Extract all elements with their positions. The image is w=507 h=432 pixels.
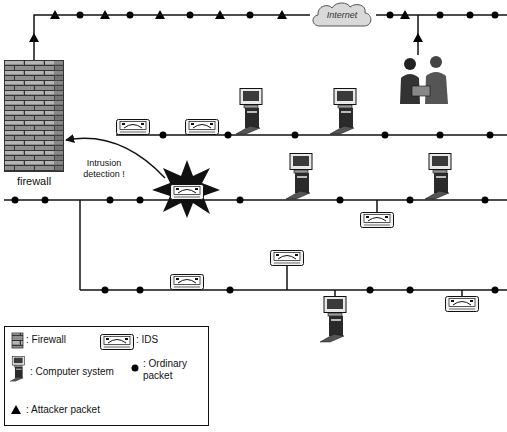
legend-text: : Computer system xyxy=(30,366,114,378)
legend-packet-sample xyxy=(132,365,139,372)
network-line xyxy=(461,290,463,296)
ordinary-packet xyxy=(407,197,414,204)
legend-text: : Firewall xyxy=(26,334,66,346)
network-line xyxy=(376,200,378,212)
network-line xyxy=(334,290,336,296)
node-text: firewall xyxy=(4,174,64,188)
ordinary-packet xyxy=(237,197,244,204)
ordinary-packet xyxy=(492,287,499,294)
ids-device xyxy=(171,185,204,200)
network-link xyxy=(34,15,310,60)
network-line xyxy=(286,266,288,290)
computer-system xyxy=(236,89,262,135)
ordinary-packet xyxy=(227,287,234,294)
brick-wall xyxy=(4,60,64,172)
internet-cloud: Internet xyxy=(310,2,374,28)
ordinary-packet xyxy=(42,197,49,204)
ordinary-packet xyxy=(107,197,114,204)
ids-device xyxy=(117,120,150,135)
attacker-figures xyxy=(400,56,448,104)
ordinary-packet xyxy=(437,12,444,19)
ids-device xyxy=(271,251,304,266)
ordinary-packet xyxy=(482,197,489,204)
computer-system xyxy=(320,297,346,343)
ids-device xyxy=(186,120,219,135)
legend-firewall-sample xyxy=(12,333,23,348)
ordinary-packet xyxy=(102,287,109,294)
ordinary-packet xyxy=(292,132,299,139)
ordinary-packet xyxy=(137,197,144,204)
legend-text: : Attacker packet xyxy=(26,404,100,416)
legend-text: : IDS xyxy=(136,334,158,346)
ordinary-packet xyxy=(337,197,344,204)
ordinary-packet xyxy=(137,287,144,294)
ids-device xyxy=(361,213,394,228)
computer-system xyxy=(425,154,451,200)
ordinary-packet xyxy=(407,287,414,294)
intrusion-burst xyxy=(152,160,220,218)
computer-system xyxy=(330,89,356,135)
ordinary-packet xyxy=(492,12,499,19)
ordinary-packet xyxy=(12,197,19,204)
ordinary-packet xyxy=(225,132,232,139)
attacker-packet xyxy=(413,33,423,42)
legend-ids-sample xyxy=(101,335,134,350)
legend-attacker-sample xyxy=(11,405,21,414)
ids-device xyxy=(446,297,479,312)
ids-device xyxy=(171,275,204,290)
ordinary-packet xyxy=(367,287,374,294)
firewall-node: firewall xyxy=(4,60,64,188)
alert-label: Intrusion detection ! xyxy=(72,158,136,180)
ordinary-packet xyxy=(160,132,167,139)
legend-computer-sample xyxy=(10,356,24,381)
node-text: Internet xyxy=(310,2,374,28)
computer-system xyxy=(286,154,312,200)
network-line xyxy=(79,200,81,290)
attacker-packet xyxy=(400,10,410,19)
ordinary-packet xyxy=(487,132,494,139)
network-line xyxy=(116,134,507,136)
ordinary-packet xyxy=(467,12,474,19)
network-line xyxy=(80,289,507,291)
ordinary-packet xyxy=(437,132,444,139)
ordinary-packet xyxy=(382,132,389,139)
ordinary-packet xyxy=(387,12,394,19)
legend-text: : Ordinary packet xyxy=(143,358,203,382)
